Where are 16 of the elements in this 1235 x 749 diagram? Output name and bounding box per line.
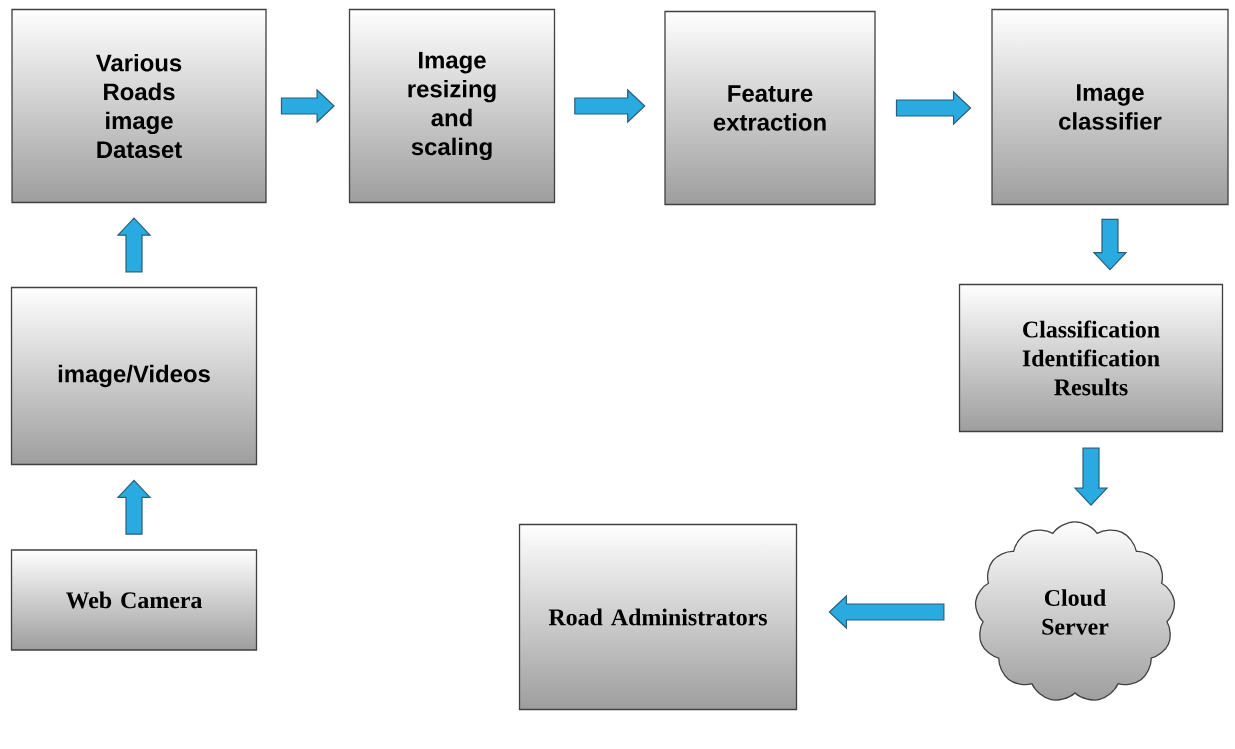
process-box: Road Administrators	[518, 523, 798, 711]
block-arrow	[116, 217, 152, 273]
block-arrow	[1073, 447, 1109, 506]
process-box: image/Videos	[10, 286, 258, 466]
block-arrow	[280, 88, 335, 124]
block-arrow	[116, 479, 152, 535]
process-box: Various Roads image Dataset	[11, 8, 267, 204]
block-arrow	[574, 88, 646, 124]
block-arrow	[895, 90, 972, 126]
process-box: Web Camera	[10, 549, 258, 651]
process-box: Image resizing and scaling	[348, 8, 556, 204]
process-box: Classification Identification Results	[958, 283, 1224, 433]
block-arrow	[1092, 218, 1128, 271]
process-box: Feature extraction	[664, 10, 876, 206]
block-arrow	[828, 594, 945, 630]
process-box: Image classifier	[991, 8, 1229, 206]
